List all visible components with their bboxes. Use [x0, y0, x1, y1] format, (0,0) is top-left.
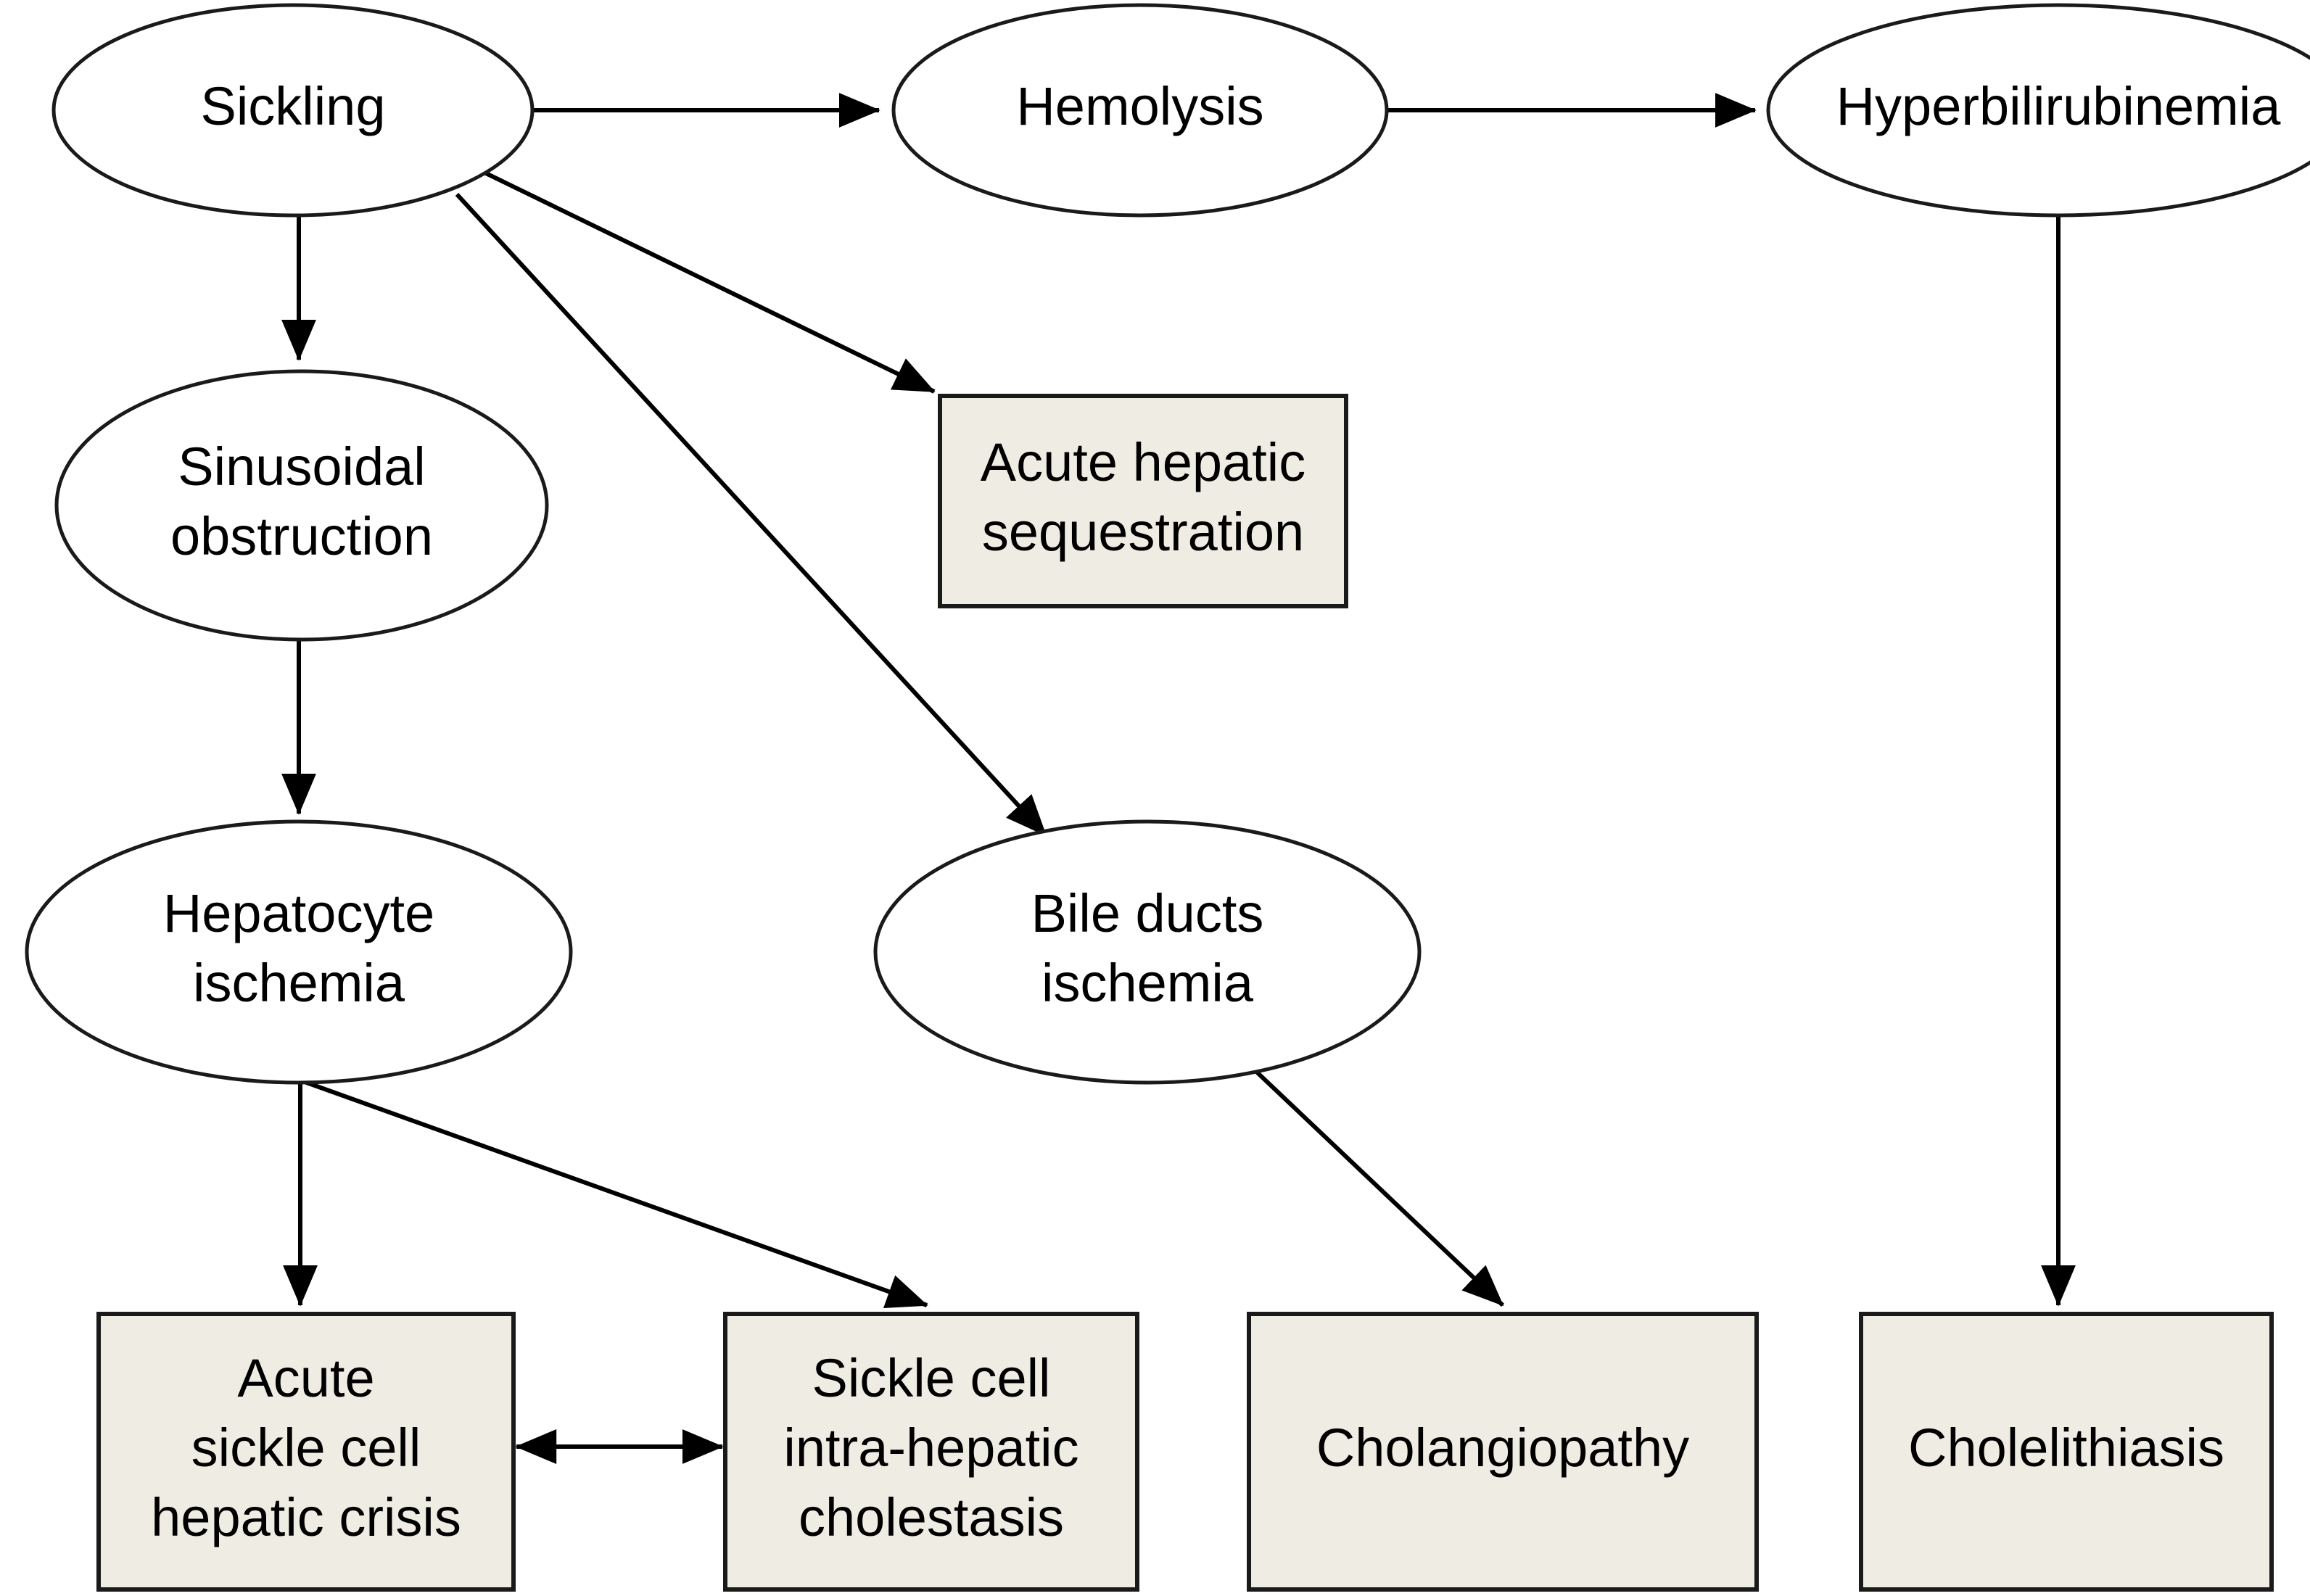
box-shape-acute-hepatic-sequestration: [938, 394, 1348, 608]
node-label-line: ischemia: [193, 953, 405, 1013]
node-label-line: Bile ducts: [1031, 883, 1264, 943]
node-cholangiopathy[interactable]: Cholangiopathy: [1247, 1312, 1759, 1592]
node-label-line: obstruction: [170, 506, 433, 566]
node-label-acute-hepatic-sequestration: Acute hepatic sequestration: [981, 432, 1305, 562]
node-label-line: Sinusoidal: [178, 437, 425, 497]
node-sickling[interactable]: Sickling: [51, 3, 535, 218]
edge-sickling-to-acute-hepatic-sequestration: [483, 170, 936, 394]
node-sinusoidal-obstruction[interactable]: Sinusoidal obstruction: [54, 369, 549, 642]
ellipse-shape-sickling: [51, 3, 535, 218]
node-label-line: Hepatocyte: [163, 883, 434, 943]
ellipse-shape-bile-ducts-ischemia: [873, 819, 1422, 1085]
node-label-line: ischemia: [1041, 953, 1254, 1013]
node-label-line: Sickle cell: [812, 1348, 1051, 1408]
box-shape-cholelithiasis: [1859, 1312, 2274, 1592]
node-label-line: Hemolysis: [1016, 76, 1263, 136]
node-label-line: sequestration: [982, 502, 1304, 562]
node-label-sickling: Sickling: [201, 76, 386, 136]
node-bile-ducts-ischemia[interactable]: Bile ducts ischemia: [873, 819, 1422, 1085]
node-label-bile-ducts-ischemia: Bile ducts ischemia: [1031, 883, 1264, 1013]
node-acute-hepatic-sequestration[interactable]: Acute hepatic sequestration: [938, 394, 1348, 608]
node-hemolysis[interactable]: Hemolysis: [891, 3, 1389, 218]
ellipse-shape-hyperbilirubinemia: [1766, 3, 2310, 218]
ellipse-shape-hepatocyte-ischemia: [25, 819, 573, 1085]
edge-sickling-to-bile-ducts-ischemia: [455, 192, 1048, 838]
node-sickle-cell-intra-hepatic-cholestasis[interactable]: Sickle cell intra-hepatic cholestasis: [723, 1312, 1139, 1592]
box-shape-sickle-cell-intra-hepatic-cholestasis: [723, 1312, 1139, 1592]
ellipse-shape-sinusoidal-obstruction: [54, 369, 549, 642]
node-label-hyperbilirubinemia: Hyperbilirubinemia: [1836, 76, 2282, 136]
node-label-hepatocyte-ischemia: Hepatocyte ischemia: [163, 883, 434, 1013]
node-hyperbilirubinemia[interactable]: Hyperbilirubinemia: [1766, 3, 2310, 218]
node-label-line: Acute hepatic: [981, 432, 1305, 492]
box-shape-cholangiopathy: [1247, 1312, 1759, 1592]
node-cholelithiasis[interactable]: Cholelithiasis: [1859, 1312, 2274, 1592]
edge-bile-ducts-ischemia-to-cholangiopathy: [1250, 1065, 1505, 1307]
node-label-line: Cholelithiasis: [1908, 1418, 2224, 1478]
node-label-line: intra-hepatic: [783, 1418, 1078, 1478]
node-label-cholelithiasis: Cholelithiasis: [1908, 1418, 2224, 1478]
nodes-layer: Sickling Hemolysis HyperbilirubinemiaSinus…: [25, 3, 2310, 1592]
box-shape-acute-sickle-cell-hepatic-crisis: [96, 1312, 516, 1592]
node-label-cholangiopathy: Cholangiopathy: [1316, 1418, 1689, 1478]
node-label-line: sickle cell: [191, 1418, 421, 1478]
ellipse-shape-hemolysis: [891, 3, 1389, 218]
node-label-line: Hyperbilirubinemia: [1836, 76, 2282, 136]
node-label-line: Sickling: [201, 76, 386, 136]
node-label-line: Cholangiopathy: [1316, 1418, 1689, 1478]
node-label-acute-sickle-cell-hepatic-crisis: Acute sickle cell hepatic crisis: [151, 1348, 461, 1547]
edges-layer: [281, 93, 2076, 1464]
node-acute-sickle-cell-hepatic-crisis[interactable]: Acute sickle cell hepatic crisis: [96, 1312, 516, 1592]
node-hepatocyte-ischemia[interactable]: Hepatocyte ischemia: [25, 819, 573, 1085]
node-label-line: cholestasis: [799, 1487, 1064, 1547]
node-label-sinusoidal-obstruction: Sinusoidal obstruction: [170, 437, 433, 566]
node-label-sickle-cell-intra-hepatic-cholestasis: Sickle cell intra-hepatic cholestasis: [783, 1348, 1078, 1547]
node-label-line: Acute: [237, 1348, 374, 1408]
node-label-hemolysis: Hemolysis: [1016, 76, 1263, 136]
node-label-line: hepatic crisis: [151, 1487, 461, 1547]
edge-hepatocyte-ischemia-to-sickle-cell-intra-hepatic-cholestasis: [303, 1080, 928, 1308]
